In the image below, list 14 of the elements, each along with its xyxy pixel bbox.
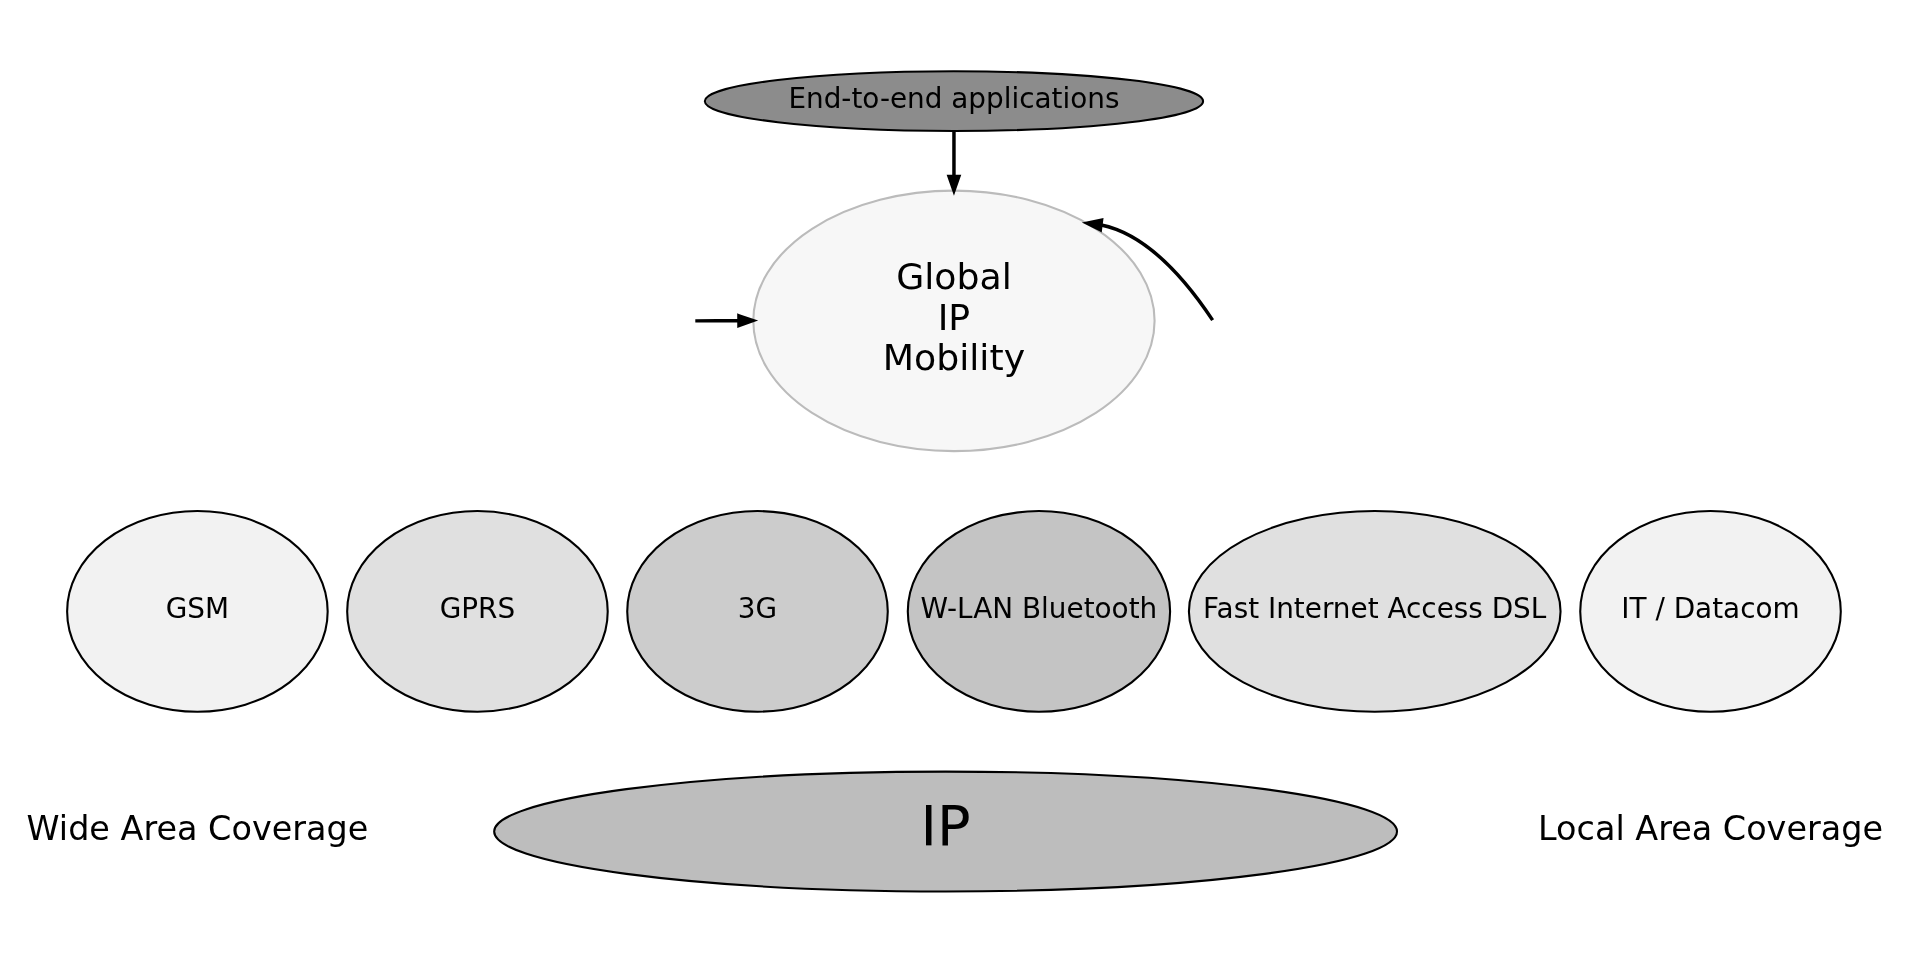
arrow [1081, 217, 1215, 322]
arrow [695, 313, 759, 328]
label: Wide Area Coverage [26, 809, 369, 849]
node-ellipse: W-LAN Bluetooth [906, 510, 1172, 713]
node-ellipse: IP [493, 770, 1399, 893]
node-ellipse: GSM [66, 510, 329, 713]
arrow [946, 130, 962, 196]
node-ellipse: IT / Datacom [1579, 510, 1842, 713]
node-ellipse: End-to-end applications [703, 70, 1205, 133]
node-ellipse: 3G [626, 510, 889, 713]
label: Local Area Coverage [1538, 809, 1883, 849]
node-ellipse: Global IP Mobility [752, 189, 1156, 453]
node-ellipse: GPRS [346, 510, 609, 713]
node-ellipse: Fast Internet Access DSL [1187, 510, 1562, 713]
